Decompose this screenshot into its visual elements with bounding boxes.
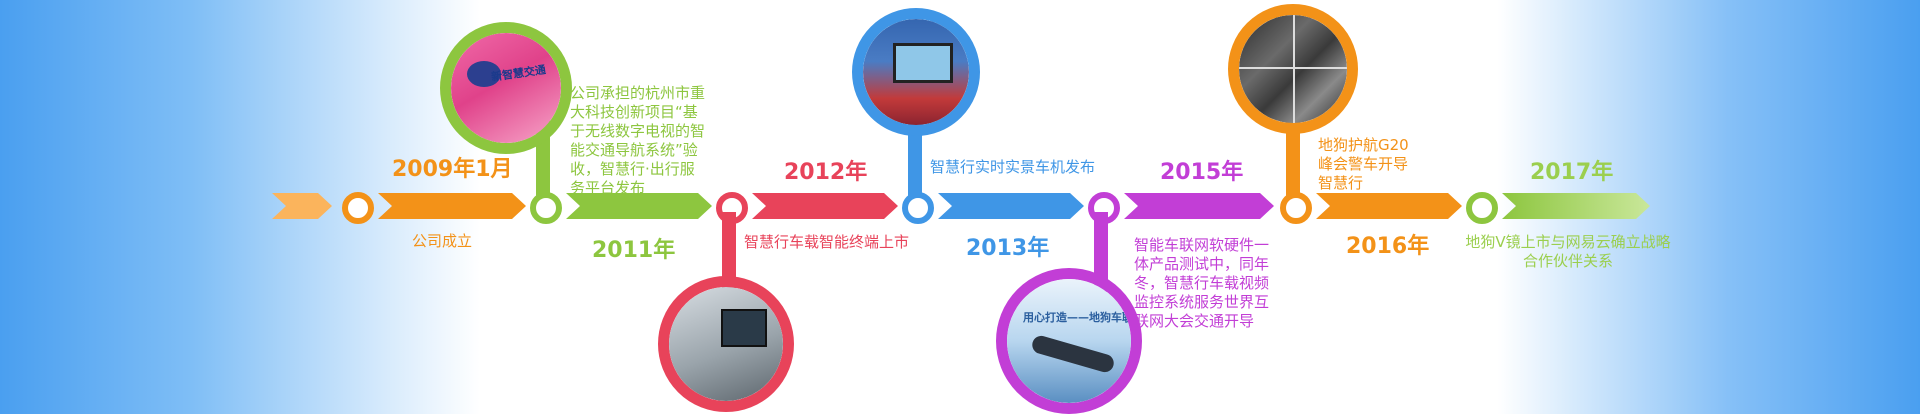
milestone-desc-2012: 智慧行车载智能终端上市 (744, 233, 910, 251)
timeline-node-2009 (342, 192, 374, 224)
logo-badge (467, 61, 501, 87)
year-label-2011: 2011年 (592, 238, 676, 263)
photo-bubble-2013 (852, 8, 980, 136)
photo-collage-divider-v (1293, 15, 1295, 123)
timeline-arrow-2013 (938, 193, 1084, 219)
milestone-desc-2009: 公司成立 (412, 232, 473, 250)
timeline-arrow-2012 (752, 193, 898, 219)
photo-bubble-2011: 新智慧交通 (440, 22, 572, 154)
bubble-stem-2015 (1094, 212, 1108, 292)
timeline-arrow-2015 (1124, 193, 1274, 219)
year-label-2016: 2016年 (1346, 234, 1430, 259)
timeline-arrow-2011 (566, 193, 712, 219)
photo-bubble-2012 (658, 276, 794, 412)
timeline-arrow-2016 (1316, 193, 1462, 219)
milestone-desc-2016: 地狗护航G20峰会警车开导智慧行 (1318, 136, 1409, 192)
year-label-2017: 2017年 (1530, 160, 1614, 185)
milestone-desc-2013: 智慧行实时实景车机发布 (930, 158, 1096, 176)
timeline-arrow-2017 (1502, 193, 1650, 219)
event-photo-2011 (451, 33, 561, 143)
milestone-desc-2011: 公司承担的杭州市重大科技创新项目“基于无线数字电视的智能交通导航系统”验收，智慧… (570, 84, 706, 197)
timeline-start-arrow (272, 193, 332, 219)
photo-collage-divider-h (1239, 67, 1347, 69)
milestone-desc-2015: 智能车联网软硬件一体产品测试中，同年冬，智慧行车载视频监控系统服务世界互联网大会… (1134, 236, 1270, 330)
expo-display-screen (893, 43, 953, 83)
bubble-stem-2012 (722, 212, 736, 292)
timeline-arrow-2009 (378, 193, 526, 219)
car-dashboard-screen (721, 309, 767, 347)
bubble-stem-2016 (1286, 118, 1300, 198)
year-label-2009: 2009年1月 (392, 157, 513, 182)
photo-caption-2015: 用心打造——地狗车联网 (1023, 311, 1142, 324)
event-photo-2015 (1007, 279, 1131, 403)
milestone-desc-2017: 地狗V镜上市与网易云确立战略合作伙伴关系 (1465, 233, 1671, 270)
year-label-2013: 2013年 (966, 236, 1050, 261)
year-label-2015: 2015年 (1160, 160, 1244, 185)
photo-bubble-2015: 用心打造——地狗车联网 (996, 268, 1142, 414)
year-label-2012: 2012年 (784, 160, 868, 185)
timeline-node-2017 (1466, 192, 1498, 224)
photo-bubble-2016 (1228, 4, 1358, 134)
